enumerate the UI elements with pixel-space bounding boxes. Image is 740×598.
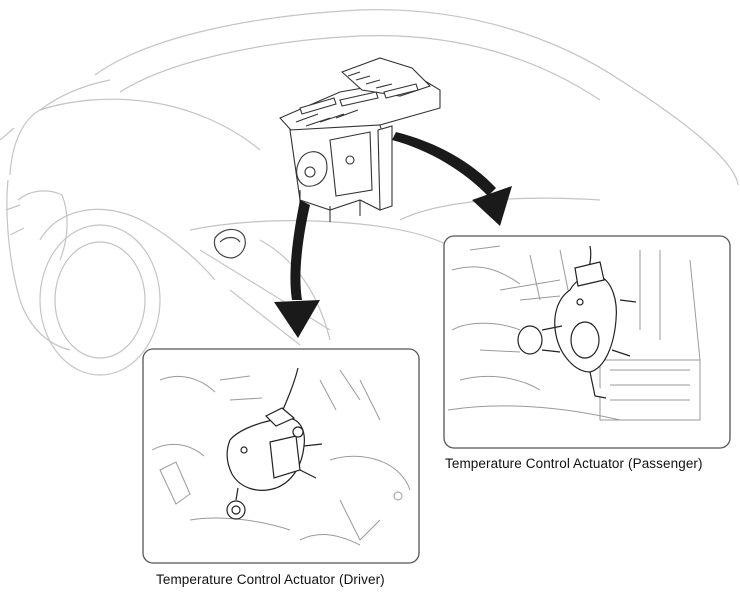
passenger-inset — [443, 235, 731, 449]
actuator-driver — [226, 367, 323, 520]
arrow-to-driver — [274, 200, 320, 338]
passenger-caption: Temperature Control Actuator (Passenger) — [445, 456, 703, 471]
arrow-to-passenger — [392, 132, 512, 226]
actuator-passenger — [517, 245, 637, 399]
driver-inset — [142, 348, 420, 564]
hvac-unit — [279, 57, 441, 222]
side-mirror — [213, 228, 246, 259]
driver-caption: Temperature Control Actuator (Driver) — [156, 572, 385, 587]
